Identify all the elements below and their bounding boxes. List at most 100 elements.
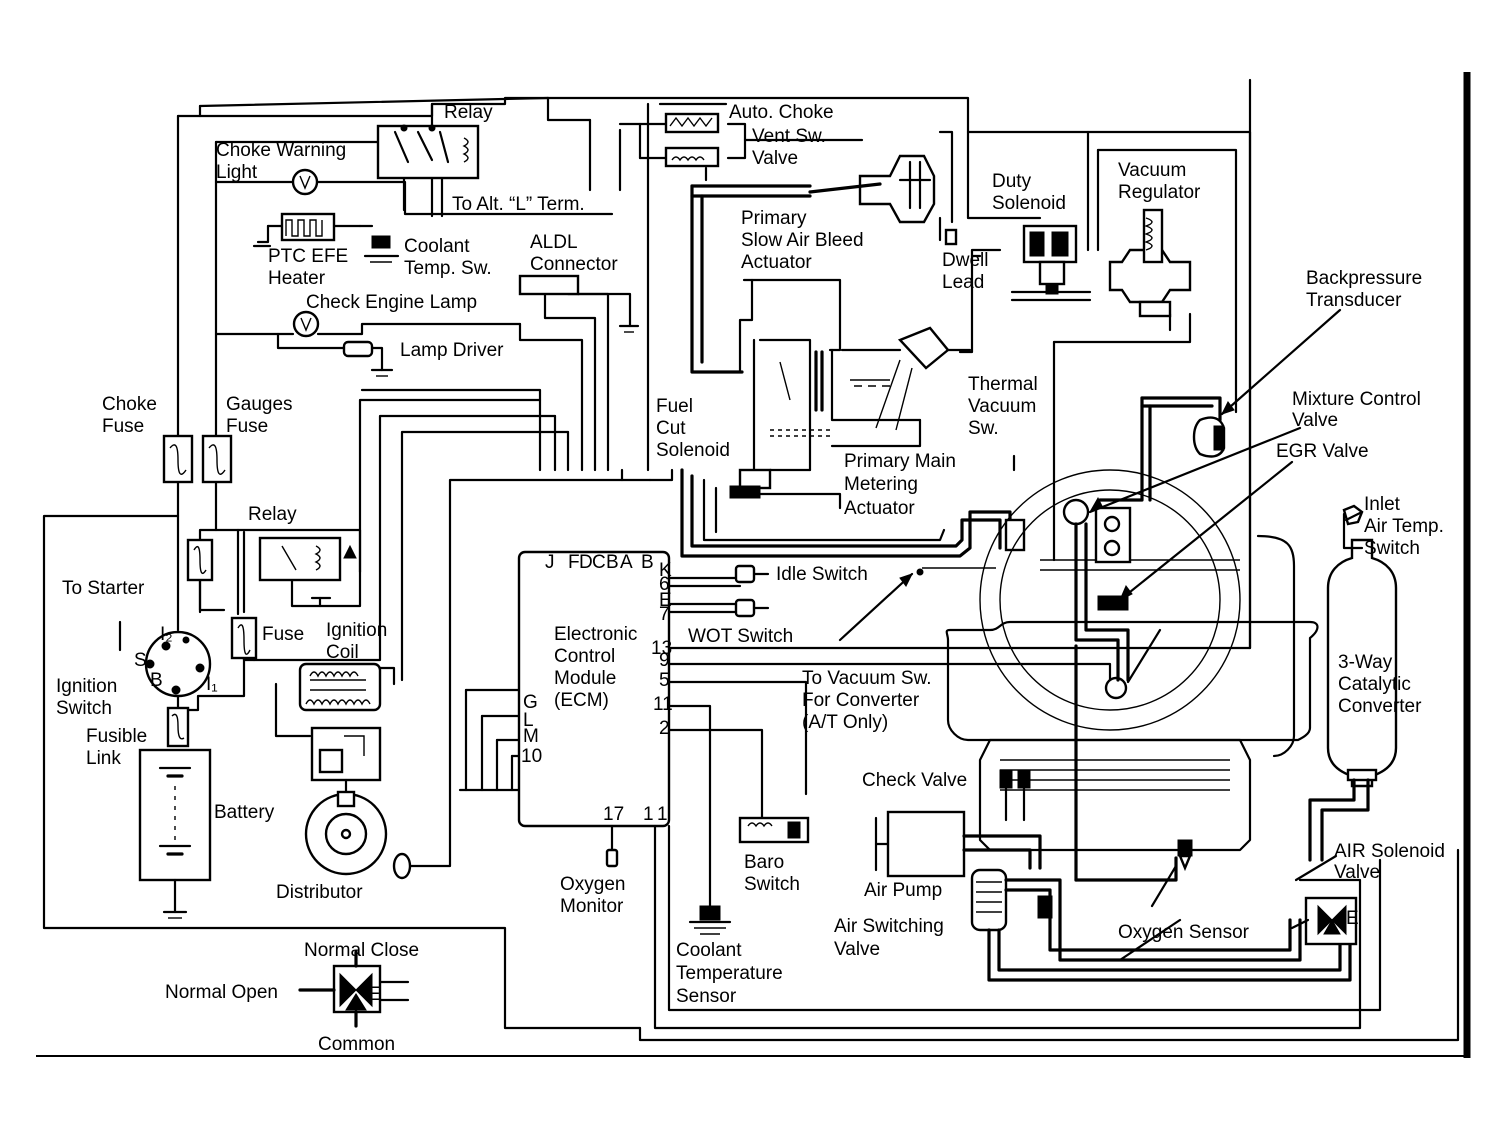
label-mixture-2: Valve <box>1292 410 1338 431</box>
left-wiring <box>42 96 674 1030</box>
label-choke-fuse-1: Choke <box>102 394 157 415</box>
air-solenoid-pin-e: E <box>1346 908 1359 929</box>
label-ecm-4: (ECM) <box>554 690 609 711</box>
switch-pin-i2: I₂ <box>160 624 173 645</box>
vacuum-regulator <box>1108 208 1192 318</box>
oxygen-monitor <box>605 848 619 868</box>
label-fuel-cut-2: Cut <box>656 418 686 439</box>
label-primary-main-3: Actuator <box>844 498 915 519</box>
ecm-pin-11: 11 <box>653 694 673 715</box>
egr-valve <box>1074 522 1130 700</box>
aldl-connector <box>518 274 640 333</box>
ecm-pin-j: J <box>545 552 555 573</box>
catalytic-converter <box>1308 538 1398 862</box>
carburetor <box>729 278 972 510</box>
label-baro-1: Baro <box>744 852 784 873</box>
mid-fuse <box>186 538 214 582</box>
engine-block <box>945 469 1319 852</box>
label-thermal-3: Sw. <box>968 418 999 439</box>
ecm-pin-l: L <box>523 710 534 731</box>
label-check-engine: Check Engine Lamp <box>306 292 477 313</box>
idle-switch <box>734 564 770 584</box>
label-to-alt: To Alt. “L” Term. <box>452 194 585 215</box>
switch-pin-b: B <box>150 670 163 691</box>
ecm: J F D C B A B K 6 E 7 13 9 5 11 2 G L M … <box>517 550 673 828</box>
ecm-pin-1b: 1 <box>657 804 668 825</box>
label-ignition-coil-1: Ignition <box>326 620 387 641</box>
ecm-pin-m: M <box>523 726 539 747</box>
label-primary-slow-1: Primary <box>741 208 807 229</box>
switch-pin-i1: I₁ <box>206 674 218 695</box>
legend-pin-e: E <box>368 984 381 1005</box>
label-air-pump: Air Pump <box>864 880 942 901</box>
backpressure-transducer <box>1192 416 1226 458</box>
choke-fuse <box>162 434 194 484</box>
ecm-pin-g: G <box>523 692 538 713</box>
label-idle-switch: Idle Switch <box>776 564 868 585</box>
ecm-pin-b2: B <box>641 552 654 573</box>
gauges-fuse <box>201 434 233 484</box>
label-normal-open: Normal Open <box>165 982 278 1003</box>
label-inlet-1: Inlet <box>1364 494 1401 515</box>
label-baro-2: Switch <box>744 874 800 895</box>
label-egr: EGR Valve <box>1276 441 1369 462</box>
label-lamp-driver: Lamp Driver <box>400 340 504 361</box>
ecm-pin-7: 7 <box>659 604 670 625</box>
label-air-solenoid-1: AIR Solenoid <box>1334 841 1445 862</box>
label-relay-mid: Relay <box>248 504 297 525</box>
ecm-pin-f: F <box>568 552 580 573</box>
dwell-lead <box>944 228 958 246</box>
ecm-pin-k: K <box>659 560 672 581</box>
oxygen-sensor <box>1074 644 1193 882</box>
pointer-arrows <box>838 308 1364 962</box>
label-wot-switch: WOT Switch <box>688 626 793 647</box>
duty-solenoid <box>1022 224 1078 295</box>
label-catalytic-3: Converter <box>1338 696 1422 717</box>
label-thermal-2: Vacuum <box>968 396 1036 417</box>
label-fuel-cut-3: Solenoid <box>656 440 730 461</box>
label-ecm-3: Module <box>554 668 616 689</box>
mixture-control-valve <box>1062 498 1132 564</box>
lamp-driver <box>342 340 394 377</box>
label-auto-choke: Auto. Choke <box>729 102 834 123</box>
label-fuel-cut-1: Fuel <box>656 396 693 417</box>
label-ecm-2: Control <box>554 646 615 667</box>
mid-relay <box>258 536 357 600</box>
labels: Relay Auto. Choke Vent Sw. Valve Choke W… <box>56 102 1445 1055</box>
ecm-pin-a: A <box>620 552 633 573</box>
top-relay <box>376 124 480 180</box>
baro-switch <box>738 816 810 844</box>
label-fusible-2: Link <box>86 748 121 769</box>
carb-lower-plumbing <box>680 468 1012 558</box>
label-relay-top: Relay <box>444 102 493 123</box>
distributor <box>304 790 412 880</box>
label-ecm-1: Electronic <box>554 624 637 645</box>
label-ptc-2: Heater <box>268 268 326 289</box>
fusible-link <box>166 706 190 748</box>
ignition-coil <box>298 662 382 712</box>
check-engine-lamp <box>292 310 320 338</box>
coolant-temperature-sensor <box>688 905 732 935</box>
label-gauges-fuse-1: Gauges <box>226 394 293 415</box>
label-normal-close: Normal Close <box>304 940 419 961</box>
label-air-solenoid-2: Valve <box>1334 862 1380 883</box>
label-inlet-2: Air Temp. <box>1364 516 1444 537</box>
ecm-pin-9: 9 <box>659 650 670 671</box>
label-choke-warning-2: Light <box>216 162 258 183</box>
air-pump <box>874 810 1042 878</box>
ecm-pin-e: E <box>659 590 672 611</box>
label-inlet-3: Switch <box>1364 538 1420 559</box>
switch-pin-s: S <box>134 650 147 671</box>
ecm-pin-c: C <box>592 552 606 573</box>
label-coolant-sensor-1: Coolant <box>676 940 742 961</box>
auto-choke-vent-sw-valve <box>664 112 720 168</box>
label-gauges-fuse-2: Fuse <box>226 416 268 437</box>
thermal-vacuum-switch <box>1004 454 1026 552</box>
label-primary-main-1: Primary Main <box>844 451 956 472</box>
label-to-vacuum-1: To Vacuum Sw. <box>802 668 932 689</box>
ecm-pin-17: 17 <box>603 804 624 825</box>
label-oxygen-monitor-1: Oxygen <box>560 874 625 895</box>
slow-air-bleed-actuator <box>808 154 936 224</box>
label-catalytic-2: Catalytic <box>1338 674 1411 695</box>
label-coolant-temp-sw-2: Temp. Sw. <box>404 258 492 279</box>
